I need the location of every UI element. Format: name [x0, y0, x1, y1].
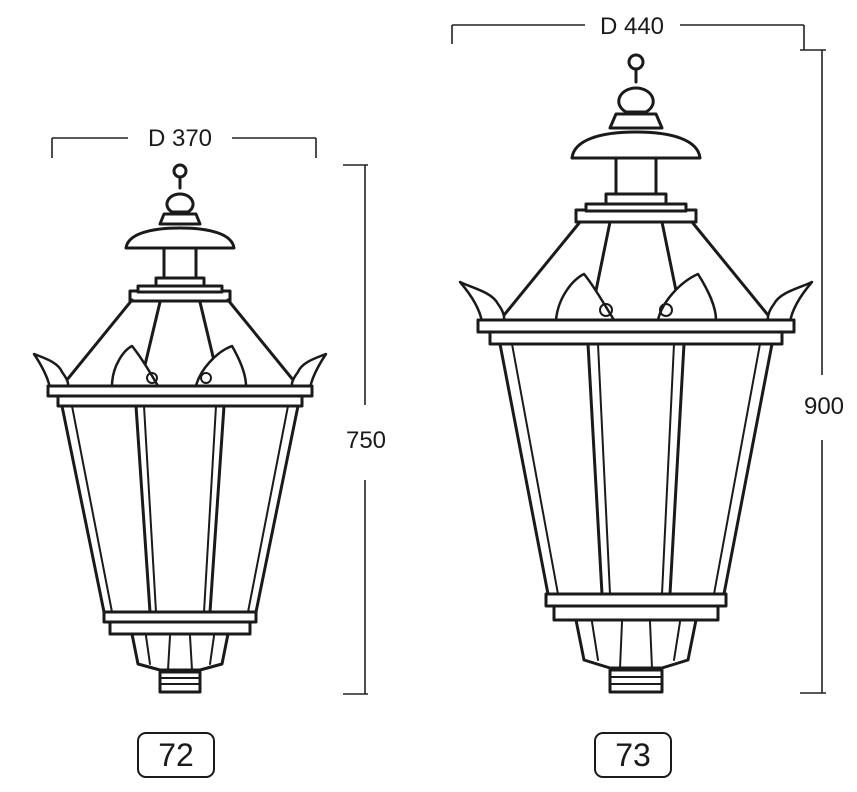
height-dimension-72: 750 [343, 164, 386, 695]
lantern-body-72 [32, 163, 328, 694]
lantern-72: D 370 750 [32, 125, 386, 778]
model-number-73: 73 [615, 737, 651, 773]
diameter-dimension-73: D 440 [451, 13, 805, 50]
height-dimension-73: 900 [800, 49, 844, 694]
diameter-label-73: D 440 [600, 13, 664, 40]
lantern-body-73 [458, 53, 814, 694]
model-number-72: 72 [158, 737, 194, 773]
diameter-dimension-72: D 370 [51, 125, 317, 158]
height-label-72: 750 [346, 427, 386, 454]
diameter-label-72: D 370 [148, 125, 212, 152]
lantern-73: D 440 900 [451, 13, 844, 778]
height-label-73: 900 [804, 393, 844, 420]
model-badge-72: 72 [137, 732, 215, 778]
model-badge-73: 73 [594, 732, 672, 778]
